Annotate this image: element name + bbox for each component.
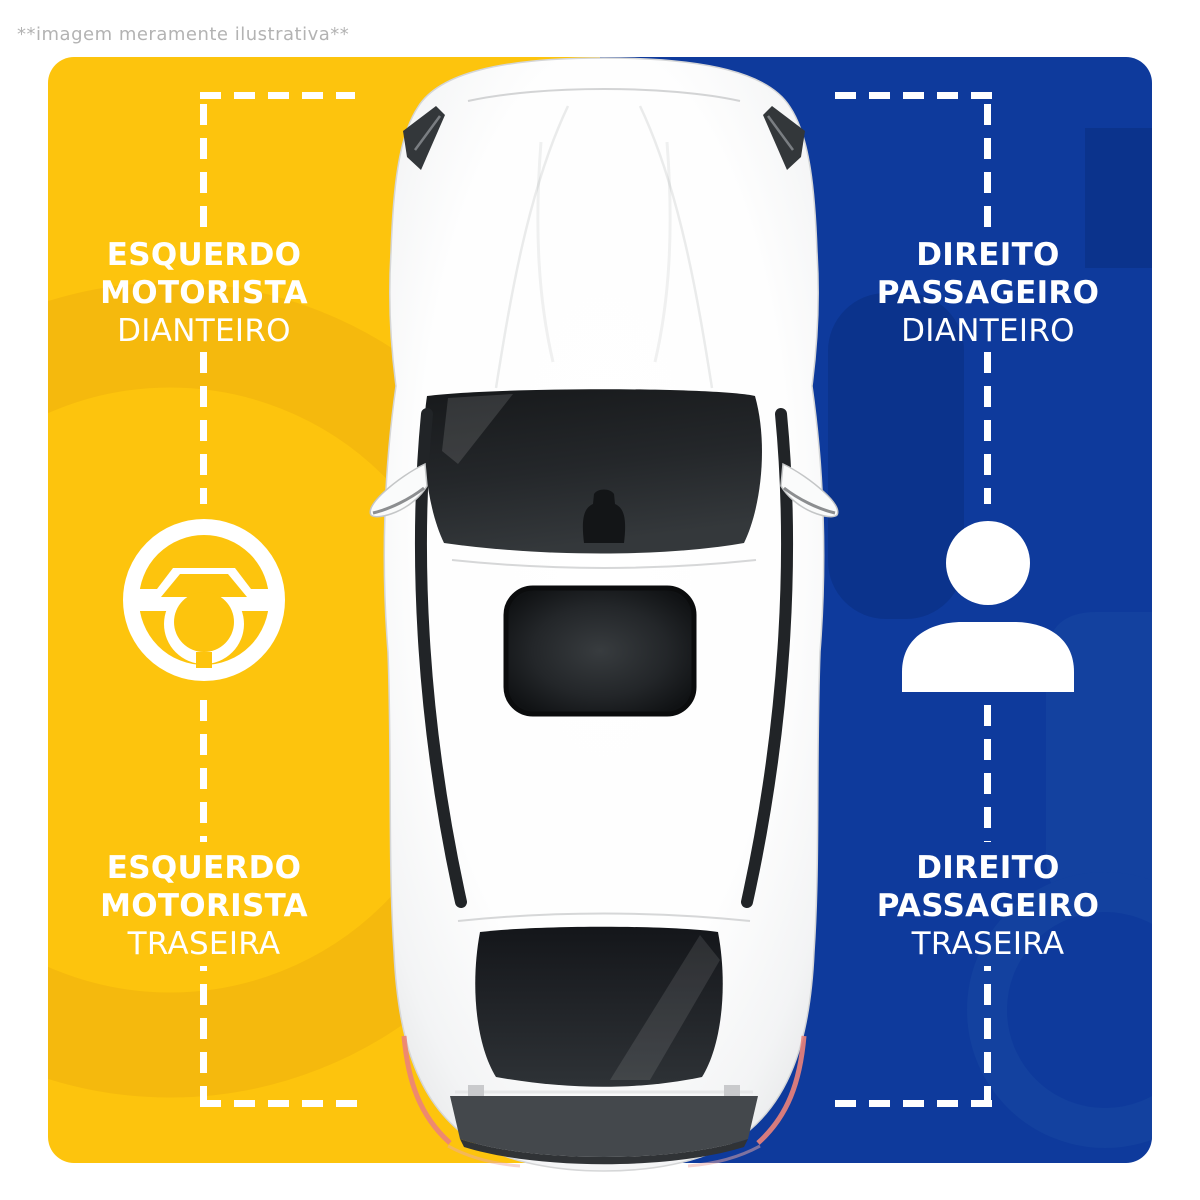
right-bracket-bottom <box>834 1100 992 1107</box>
left-bracket-v4 <box>200 966 207 1107</box>
left-taillight <box>401 1035 452 1145</box>
right-bracket-top <box>834 92 992 99</box>
left-bracket-v3 <box>200 700 207 842</box>
left-bracket-v1 <box>200 104 207 232</box>
label-line: TRASEIRA <box>911 926 1065 962</box>
left-bracket-bottom <box>200 1100 358 1107</box>
label-line: DIREITO <box>916 237 1060 273</box>
steering-wheel-icon <box>123 519 285 681</box>
label-line: TRASEIRA <box>127 926 281 962</box>
label-line: ESQUERDO <box>106 850 302 886</box>
left-bracket-v2 <box>200 352 207 504</box>
left-bracket-top <box>200 92 355 99</box>
label-front-right: DIREITO PASSAGEIRO DIANTEIRO <box>828 236 1148 350</box>
right-taillight <box>756 1035 807 1145</box>
windshield <box>424 389 762 554</box>
label-rear-left: ESQUERDO MOTORISTA TRASEIRA <box>44 849 364 963</box>
right-mirror <box>780 462 839 518</box>
disclaimer-text: **imagem meramente ilustrativa** <box>17 24 350 45</box>
right-bracket-v3 <box>984 705 991 842</box>
rear-bumper <box>450 1096 758 1157</box>
right-bracket-v4 <box>984 966 991 1107</box>
rear-window <box>475 926 723 1087</box>
label-line: DIANTEIRO <box>117 313 291 349</box>
label-line: MOTORISTA <box>100 275 308 311</box>
label-rear-right: DIREITO PASSAGEIRO TRASEIRA <box>828 849 1148 963</box>
sunroof <box>503 585 697 717</box>
rearview-mirror <box>582 489 626 543</box>
left-mirror <box>369 462 428 518</box>
label-line: MOTORISTA <box>100 888 308 924</box>
label-line: DIANTEIRO <box>901 313 1075 349</box>
label-line: PASSAGEIRO <box>876 888 1100 924</box>
right-bracket-v1 <box>984 104 991 232</box>
label-line: PASSAGEIRO <box>876 275 1100 311</box>
label-line: ESQUERDO <box>106 237 302 273</box>
passenger-icon <box>902 521 1074 692</box>
label-front-left: ESQUERDO MOTORISTA DIANTEIRO <box>44 236 364 350</box>
right-bracket-v2 <box>984 352 991 504</box>
label-line: DIREITO <box>916 850 1060 886</box>
